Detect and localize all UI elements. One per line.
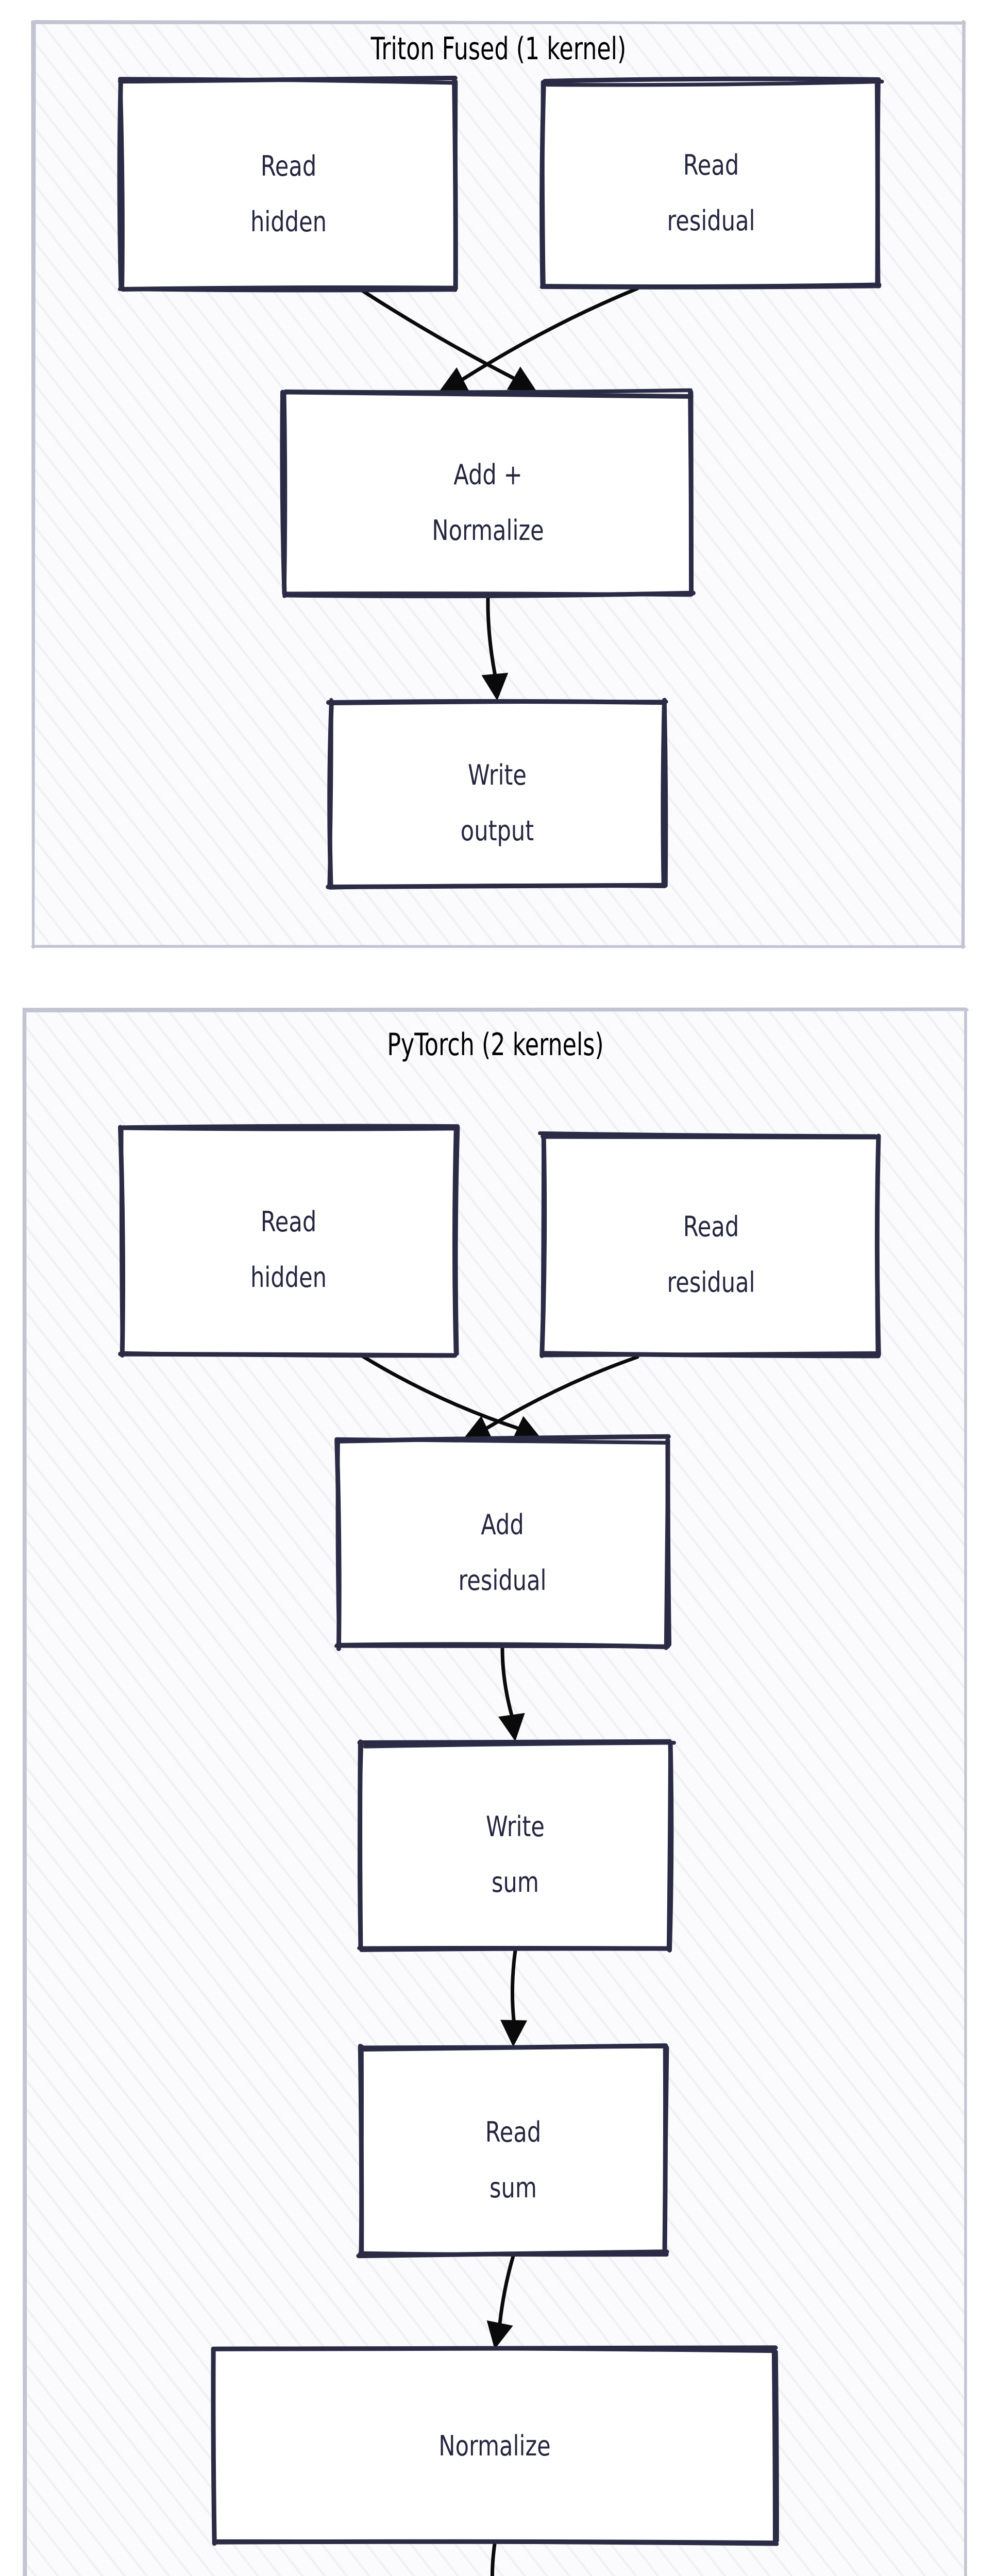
node-p_read_sum[interactable]	[356, 2043, 669, 2259]
sketch-stroke	[358, 2044, 669, 2257]
node-label-p_normalize-line1: Normalize	[438, 2430, 550, 2462]
node-label-p_read_hidden-line2: hidden	[250, 1261, 327, 1294]
node-fill	[337, 1440, 667, 1647]
node-label-p_add_residual-line1: Add	[481, 1509, 524, 1541]
arrowhead	[439, 367, 469, 392]
node-p_normalize[interactable]	[211, 2345, 779, 2546]
node-fill	[361, 1742, 670, 1948]
node-p_read_residual[interactable]	[538, 1131, 881, 1359]
edge-shaft	[498, 2254, 515, 2325]
node-label-t_read_hidden-line2: hidden	[250, 206, 327, 238]
edge-shaft	[486, 595, 497, 676]
sketch-stroke	[327, 698, 668, 890]
panel-title-triton: Triton Fused (1 kernel)	[370, 31, 626, 66]
sketch-stroke	[31, 20, 966, 949]
arrowhead	[500, 2020, 528, 2047]
node-label-p_write_sum-line2: sum	[492, 1866, 539, 1899]
node-label-p_read_sum-line2: sum	[489, 2172, 537, 2204]
node-fill	[544, 1136, 879, 1355]
node-label-t_read_residual-line2: residual	[667, 205, 755, 237]
arrowhead	[463, 1416, 493, 1440]
arrowhead	[512, 1416, 542, 1440]
edges-triton	[360, 286, 639, 701]
node-fill	[214, 2350, 775, 2542]
node-p_read_hidden[interactable]	[118, 1124, 460, 1358]
sketch-stroke	[117, 77, 458, 293]
node-label-t_add_norm-line2: Normalize	[432, 514, 544, 547]
sketch-stroke	[22, 1007, 969, 2576]
sketch-stroke	[538, 1131, 881, 1358]
node-label-t_write_output-line2: output	[461, 815, 534, 847]
node-label-t_add_norm-line1: Add +	[453, 459, 522, 491]
arrowhead	[498, 1713, 525, 1741]
arrowhead	[481, 672, 509, 701]
node-t_read_hidden[interactable]	[117, 75, 458, 293]
sketch-stroke	[357, 1740, 676, 1952]
node-t_read_residual[interactable]	[539, 76, 884, 290]
node-label-p_read_sum-line1: Read	[485, 2116, 541, 2148]
sketch-stroke	[334, 1437, 670, 1650]
node-label-p_write_sum-line1: Write	[486, 1810, 545, 1843]
arrowhead	[507, 366, 537, 392]
nodes-triton	[117, 75, 884, 890]
edge-shaft	[485, 1355, 639, 1430]
node-label-p_read_residual-line1: Read	[683, 1211, 739, 1243]
edges-pytorch	[360, 1354, 639, 2576]
node-p_write_sum[interactable]	[357, 1739, 676, 1953]
node-fill	[544, 81, 879, 286]
node-label-t_read_hidden-line1: Read	[261, 150, 316, 182]
node-fill	[361, 2048, 666, 2254]
node-label-p_read_hidden-line1: Read	[261, 1206, 316, 1238]
node-t_write_output[interactable]	[326, 698, 668, 890]
node-label-t_write_output-line1: Write	[468, 759, 527, 791]
edge-shaft	[490, 2542, 497, 2576]
nodes-pytorch	[118, 1124, 881, 2546]
node-fill	[284, 393, 691, 595]
node-label-p_read_residual-line2: residual	[667, 1266, 755, 1299]
edge-shaft	[360, 289, 516, 380]
sketch-stroke	[119, 1125, 460, 1358]
edge-shaft	[510, 1948, 517, 2022]
sketch-stroke	[282, 388, 694, 598]
sketch-stroke	[539, 78, 884, 290]
node-label-p_add_residual-line2: residual	[458, 1564, 546, 1597]
node-fill	[330, 702, 665, 886]
edge-shaft	[500, 1647, 514, 1717]
node-t_add_norm[interactable]	[280, 388, 696, 599]
panel-title-pytorch: PyTorch (2 kernels)	[387, 1027, 603, 1062]
edge-shaft	[461, 286, 639, 381]
sketch-stroke	[211, 2346, 779, 2546]
node-p_add_residual[interactable]	[334, 1434, 672, 1651]
arrowhead	[486, 2320, 513, 2349]
node-label-t_read_residual-line1: Read	[683, 149, 739, 181]
node-fill	[121, 81, 456, 289]
node-fill	[121, 1127, 456, 1354]
